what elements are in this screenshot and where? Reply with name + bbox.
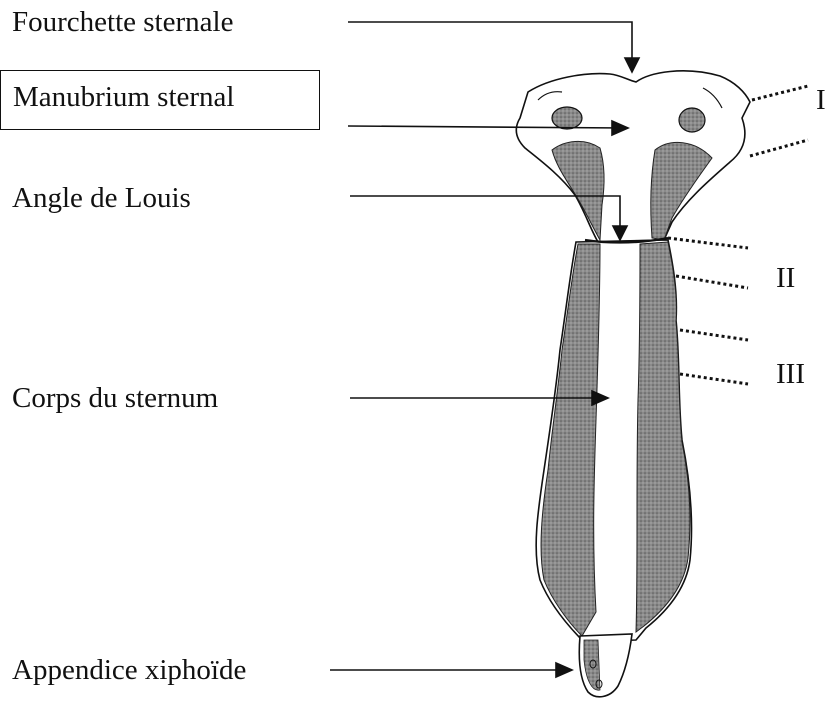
rib-1-upper-line [752, 86, 808, 100]
rib-label-III: III [776, 360, 805, 389]
rib-3-upper-line [680, 330, 748, 340]
rib-label-I: I [816, 86, 826, 115]
arrow-fourchette [348, 22, 639, 72]
rib-2-upper-line [668, 238, 748, 248]
right-clavicular-facet [679, 108, 705, 132]
label-fourchette-sternale: Fourchette sternale [12, 8, 233, 37]
rib-label-II: II [776, 264, 795, 293]
manubrium-right-shade [651, 142, 712, 240]
arrow-appendice [330, 663, 572, 677]
left-clavicular-facet [552, 107, 582, 129]
rib-2-lower-line [676, 276, 748, 288]
label-appendice-xiphoide: Appendice xiphoïde [12, 656, 246, 685]
rib-3-lower-line [680, 374, 748, 384]
rib-1-lower-line [750, 140, 808, 156]
label-corps-du-sternum: Corps du sternum [12, 384, 218, 413]
manubrium-left-shade [552, 141, 604, 240]
label-manubrium-sternal: Manubrium sternal [0, 70, 320, 130]
body-right-shade [636, 242, 690, 632]
label-angle-de-louis: Angle de Louis [12, 184, 191, 213]
